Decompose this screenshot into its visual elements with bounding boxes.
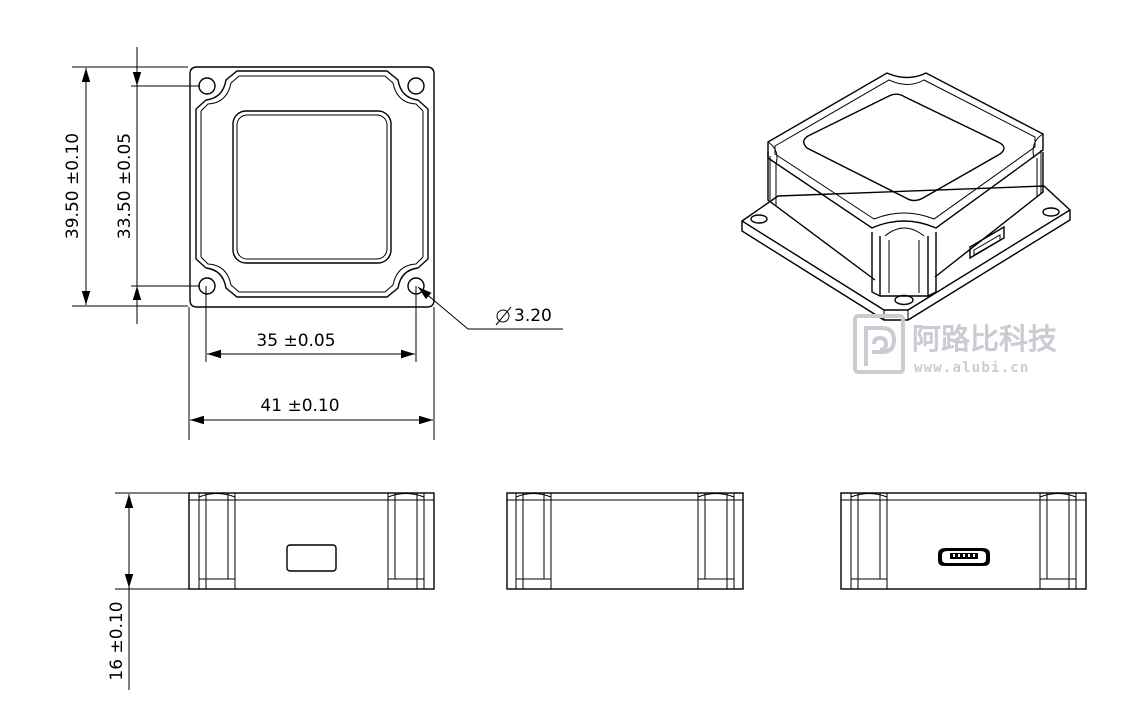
dim-hole-pitch-height-label: 33.50 ±0.05 [115,133,135,239]
iso-side-port [969,225,1005,260]
top-view-lid-inner [200,75,424,293]
dim-body-height: 16 ±0.10 [107,492,189,690]
iso-hole-left [750,214,768,224]
top-view-window-outer [232,110,392,264]
dim-overall-height-label: 39.50 ±0.10 [63,133,83,239]
side-view-3 [840,492,1087,590]
watermark-url: www.alubi.cn [914,360,1030,376]
dim-hole-pitch-width: 35 ±0.05 [205,286,417,362]
dim-hole-diameter-label: 3.20 [514,306,552,326]
top-view-outline [189,66,435,308]
watermark-name: 阿路比科技 [912,322,1057,356]
side-view-2 [506,492,744,590]
mount-hole-bl [198,277,216,295]
dim-hole-pitch-height: 33.50 ±0.05 [115,47,200,324]
isometric-view [740,72,1072,321]
mount-hole-tl [198,77,216,95]
iso-lid-edge [774,79,1036,220]
iso-hole-front [894,294,914,306]
dim-hole-pitch-width-label: 35 ±0.05 [256,331,335,351]
watermark-logo-icon [853,314,905,374]
side-view-3-outline [840,492,1087,590]
dim-hole-diameter: 3.20 [417,286,563,330]
top-view [189,66,435,308]
dim-overall-height: 39.50 ±0.10 [63,66,188,307]
side-view-1 [188,492,435,590]
watermark: 阿路比科技 www.alubi.cn [853,314,1057,376]
iso-hole-right [1042,207,1060,217]
top-view-window-inner [236,114,388,260]
iso-flange-side [741,210,1071,321]
iso-flange-top [740,185,1072,311]
diameter-symbol-icon [496,309,510,323]
side-port-rect-icon [286,544,337,572]
micro-usb-port-icon [938,548,990,566]
side-view-2-outline [506,492,744,590]
dim-overall-width: 41 ±0.10 [188,307,435,440]
dim-overall-width-label: 41 ±0.10 [260,396,339,416]
mount-hole-tr [407,77,425,95]
dim-body-height-label: 16 ±0.10 [107,601,127,680]
iso-front-post [871,232,937,298]
side-view-1-outline [188,492,435,590]
iso-body-left-wall [767,152,876,281]
top-view-lid-outline [195,70,429,298]
iso-body-right-wall [934,152,1044,278]
iso-lid-window [803,93,1005,202]
iso-lid-top [767,72,1044,229]
